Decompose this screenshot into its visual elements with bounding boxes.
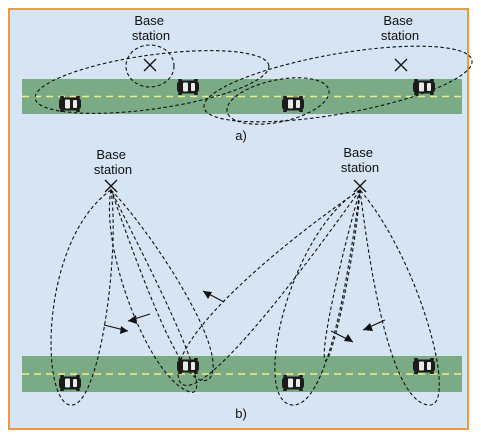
near-coverage-ellipse <box>125 44 175 88</box>
beam-lobe <box>50 189 114 406</box>
beam-lobe <box>110 189 214 382</box>
coverage-ellipse-2 <box>203 45 473 123</box>
base-station-label-a2: Base station <box>381 13 419 43</box>
base-station-label-b2: Base station <box>341 145 379 175</box>
panel-b: Base station Base station <box>22 145 462 421</box>
vehicle-icon <box>59 375 81 391</box>
panel-a: Base station Base station a) <box>22 13 473 143</box>
movement-arrow <box>103 324 129 334</box>
vehicle-icon <box>413 79 435 95</box>
base-station-icon <box>143 58 157 72</box>
beam-lobe <box>274 188 361 406</box>
beam-lobe <box>359 188 440 406</box>
movement-arrow <box>202 290 225 303</box>
beam-lobe <box>109 188 198 393</box>
vehicle-icon <box>413 358 435 374</box>
coverage-ellipse-1 <box>34 50 270 114</box>
movement-arrow <box>362 319 386 331</box>
base-station-icon <box>394 58 408 72</box>
beam-lobe <box>177 189 361 386</box>
vehicle-icon <box>59 96 81 112</box>
vehicle-icon <box>282 375 304 391</box>
beam-lobe <box>323 189 361 361</box>
panel-b-label: b) <box>235 406 247 421</box>
base-station-label-a1: Base station <box>132 13 170 43</box>
vehicle-icon <box>177 358 199 374</box>
vehicle-icon <box>282 96 304 112</box>
base-station-label-b1: Base station <box>94 147 132 177</box>
movement-arrow <box>127 313 151 324</box>
coverage-ellipse-3 <box>226 77 330 125</box>
vehicle-icon <box>177 79 199 95</box>
panel-a-label: a) <box>235 128 247 143</box>
movement-arrow <box>330 330 354 343</box>
